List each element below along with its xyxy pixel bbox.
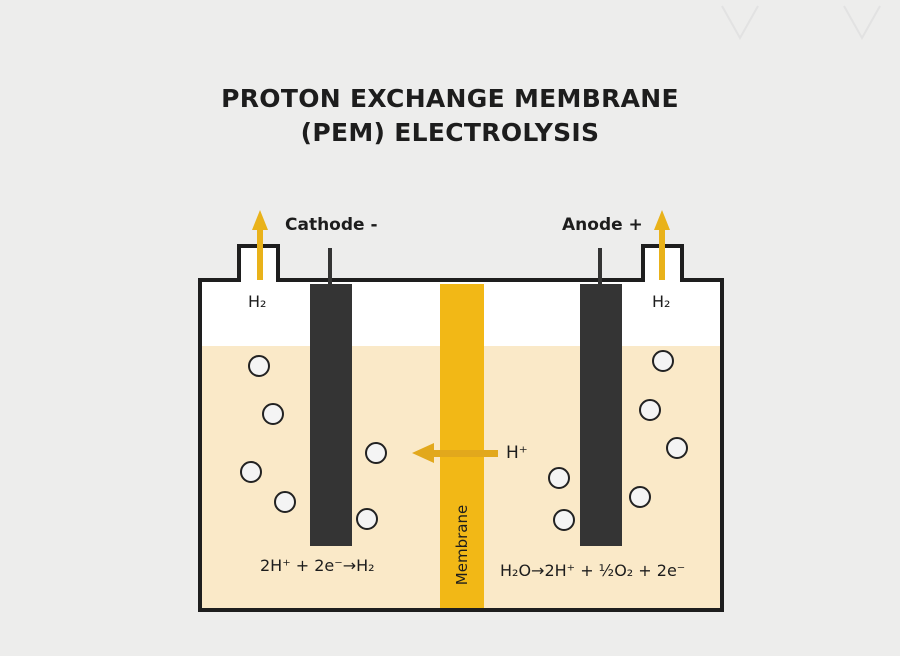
right-gas-label: H₂ <box>652 292 671 311</box>
diagram-title-line-2: (PEM) ELECTROLYSIS <box>300 118 600 147</box>
bubble <box>248 355 270 377</box>
bubble <box>240 461 262 483</box>
anode-wire <box>598 248 602 288</box>
left-gas-label: H₂ <box>248 292 267 311</box>
bubble <box>548 467 570 489</box>
container-outline <box>198 244 724 612</box>
diagram-title-line-1: PROTON EXCHANGE MEMBRANE <box>221 84 679 113</box>
membrane-strip <box>440 284 484 608</box>
bubble <box>639 399 661 421</box>
proton-label: H⁺ <box>506 443 528 463</box>
bubble <box>553 509 575 531</box>
left-gas-arrow <box>252 210 268 280</box>
cathode-reaction: 2H⁺ + 2e⁻→H₂ <box>260 556 375 575</box>
bubble <box>666 437 688 459</box>
cathode-electrode <box>310 284 352 546</box>
cathode-wire <box>328 248 332 288</box>
gas-bubbles <box>240 350 688 531</box>
anode-reaction: H₂O→2H⁺ + ½O₂ + 2e⁻ <box>500 561 686 580</box>
cathode-label: Cathode - <box>285 215 378 235</box>
right-gas-arrow <box>654 210 670 280</box>
bubble <box>262 403 284 425</box>
watermark-mark <box>721 5 881 41</box>
proton-flow-arrow <box>412 443 498 463</box>
anode-label: Anode + <box>562 215 643 235</box>
bubble <box>365 442 387 464</box>
membrane-label: Membrane <box>453 504 471 586</box>
bubble <box>356 508 378 530</box>
bubble <box>652 350 674 372</box>
bubble <box>274 491 296 513</box>
bubble <box>629 486 651 508</box>
anode-electrode <box>580 284 622 546</box>
